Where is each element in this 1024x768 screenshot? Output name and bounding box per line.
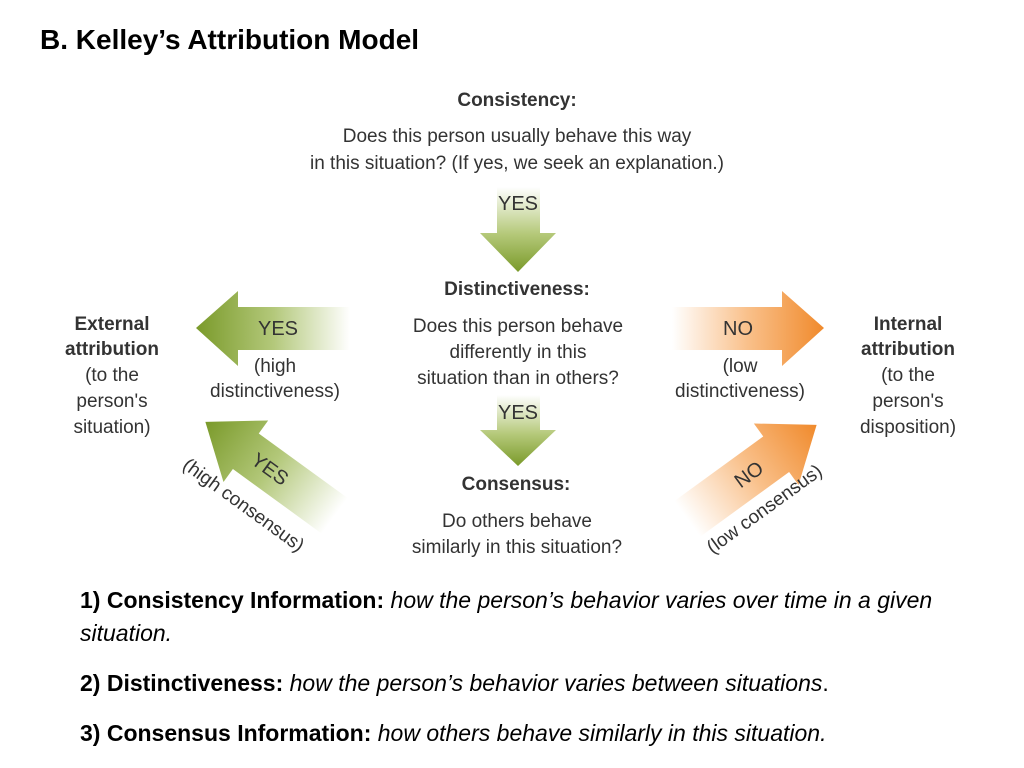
internal-heading-line-1: Internal	[874, 314, 943, 335]
diag-right-arrow-no	[674, 423, 817, 537]
distinctiveness-question-line-1: Does this person behave	[413, 316, 623, 337]
diag-left-arrow-yes	[205, 420, 348, 534]
definition-consistency: 1) Consistency Information: how the pers…	[80, 584, 1010, 650]
consistency-question-line-2: in this situation? (If yes, we seek an e…	[310, 153, 724, 174]
down-arrow-yes-1-label: YES	[498, 193, 538, 215]
consensus-heading: Consensus:	[462, 474, 571, 495]
distinctiveness-heading: Distinctiveness:	[444, 279, 590, 300]
attribution-diagram: Consistency: Does this person usually be…	[65, 90, 956, 558]
down-arrow-yes-2	[480, 395, 556, 466]
left-arrow-sub-line-1: (high	[254, 356, 296, 377]
right-arrow-sub-line-1: (low	[723, 356, 758, 377]
right-arrow-no-label: NO	[723, 318, 753, 340]
distinctiveness-question-line-3: situation than in others?	[417, 368, 619, 389]
left-arrow-yes-label: YES	[258, 318, 298, 340]
definition-consistency-term: 1) Consistency Information:	[80, 587, 385, 613]
internal-heading-line-2: attribution	[861, 339, 955, 360]
external-heading-line-2: attribution	[65, 339, 159, 360]
left-arrow-yes	[196, 291, 350, 366]
definition-distinctiveness-term: 2) Distinctiveness:	[80, 670, 284, 696]
page-title: B. Kelley’s Attribution Model	[40, 24, 420, 55]
consensus-question-line-2: similarly in this situation?	[412, 537, 622, 558]
distinctiveness-question-line-2: differently in this	[450, 342, 587, 363]
external-detail-line-1: (to the	[85, 365, 139, 386]
definition-consensus: 3) Consensus Information: how others beh…	[80, 717, 1010, 750]
definitions-list: 1) Consistency Information: how the pers…	[80, 584, 1010, 767]
left-arrow-sub-line-2: distinctiveness)	[210, 381, 340, 402]
consensus-question-line-1: Do others behave	[442, 511, 592, 532]
down-arrow-yes-1	[480, 187, 556, 272]
consistency-heading: Consistency:	[457, 90, 576, 111]
down-arrow-yes-2-label: YES	[498, 402, 538, 424]
internal-detail-line-3: disposition)	[860, 417, 956, 438]
consistency-question-line-1: Does this person usually behave this way	[343, 126, 692, 147]
definition-consensus-term: 3) Consensus Information:	[80, 720, 372, 746]
definition-consensus-desc: how others behave similarly in this situ…	[377, 720, 827, 746]
internal-detail-line-2: person's	[872, 391, 943, 412]
definition-consistency-desc: how the person’s behavior varies over ti…	[80, 587, 933, 646]
definition-distinctiveness-period: .	[822, 670, 829, 696]
external-detail-line-2: person's	[76, 391, 147, 412]
definition-distinctiveness: 2) Distinctiveness: how the person’s beh…	[80, 667, 1010, 700]
internal-detail-line-1: (to the	[881, 365, 935, 386]
external-heading-line-1: External	[75, 314, 150, 335]
right-arrow-no	[672, 291, 824, 366]
right-arrow-sub-line-2: distinctiveness)	[675, 381, 805, 402]
external-detail-line-3: situation)	[73, 417, 150, 438]
definition-distinctiveness-desc: how the person’s behavior varies between…	[289, 670, 823, 696]
